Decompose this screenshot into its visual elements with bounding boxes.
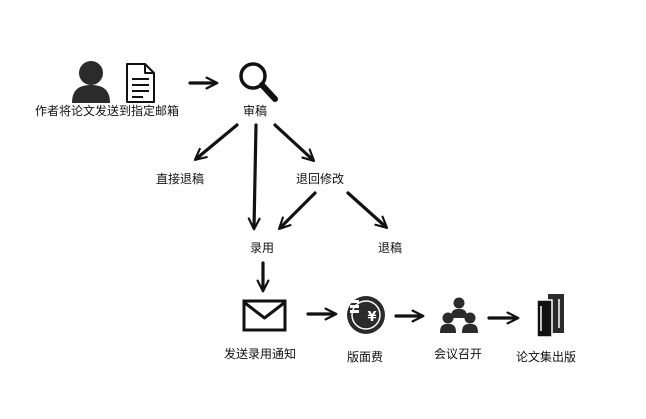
arrow-review-to-revise [273, 123, 316, 162]
label-reject: 退稿 [378, 241, 403, 255]
label-review: 审稿 [243, 104, 268, 118]
arrow-revise-to-accept [277, 191, 317, 231]
arrow-review-to-direct-reject [193, 123, 239, 161]
label-publish: 论文集出版 [516, 350, 577, 364]
label-accept: 录用 [250, 241, 275, 255]
label-fee: 版面费 [347, 350, 384, 364]
document-icon [126, 63, 155, 103]
magnifier-icon [239, 62, 278, 102]
envelope-icon [242, 299, 287, 332]
label-direct-reject: 直接退稿 [156, 172, 205, 186]
label-revise: 退回修改 [296, 172, 345, 186]
people-group-icon [440, 297, 478, 333]
books-icon [536, 294, 564, 338]
label-conference: 会议召开 [434, 347, 483, 361]
arrow-review-to-accept [247, 123, 261, 231]
arrow-revise-to-reject [346, 191, 389, 229]
svg-text:¥: ¥ [367, 310, 376, 325]
label-submit: 作者将论文发送到指定邮箱 [35, 104, 180, 118]
label-notify: 发送录用通知 [224, 347, 297, 361]
person-icon [72, 61, 110, 103]
yuan-coin-icon: ¥ [347, 296, 385, 334]
arrows [188, 76, 520, 325]
